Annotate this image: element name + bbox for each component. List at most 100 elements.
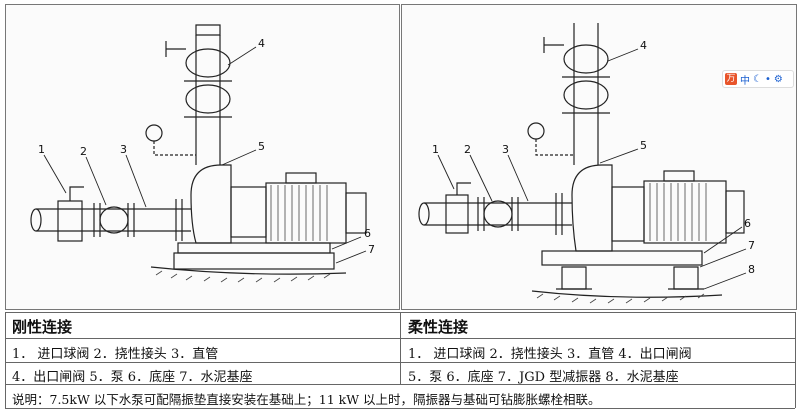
motor-terminal-box: [285, 172, 317, 184]
discharge-pipe: [195, 35, 221, 165]
callout-line-3: [507, 154, 529, 202]
pipe-end: [418, 202, 430, 226]
callout-2: 2: [464, 143, 471, 156]
legend-right-border: [795, 312, 796, 408]
base-plate: [541, 250, 703, 266]
callout-8: 8: [748, 263, 755, 276]
callout-line-1: [43, 154, 67, 194]
ground-line: [531, 290, 723, 298]
callout-5: 5: [640, 139, 647, 152]
flexible-joint-flange-2: [127, 203, 135, 237]
language-toggle[interactable]: 中: [740, 75, 750, 87]
callout-3: 3: [120, 143, 127, 156]
pipe-end: [30, 208, 42, 232]
callout-line-1: [437, 154, 455, 190]
ground-hatch: [155, 270, 331, 283]
inlet-ball-valve: [445, 194, 469, 234]
cement-base: [173, 252, 335, 270]
valve-flanges: [184, 80, 232, 118]
motor-terminal-box: [663, 170, 695, 182]
pump-inlet-flange: [175, 199, 183, 241]
installation-note: 说明：7.5kW 以下水泵可配隔振垫直接安装在基础上；11 kW 以上时，隔振器…: [12, 392, 601, 407]
callout-line-6: [703, 226, 743, 254]
rigid-legend-line-1: 1． 进口球阀 2．挠性接头 3．直管: [12, 347, 219, 362]
rigid-connection-diagram: 1 2 3 4 5 6 7: [30, 24, 375, 283]
legend-mid-border: [400, 312, 401, 384]
ground-line: [150, 266, 347, 275]
flexible-joint-flange: [477, 197, 485, 231]
pressure-gauge: [527, 122, 545, 140]
callout-line-2: [85, 156, 107, 206]
outlet-gate-valve-lower: [185, 48, 231, 78]
gauge-line: [153, 141, 196, 156]
flexible-joint: [483, 200, 513, 228]
callout-line-5: [221, 149, 257, 166]
flexible-joint-flange-2: [511, 197, 519, 231]
callout-line-5: [599, 148, 639, 164]
legend-note-border: [5, 384, 795, 385]
ground-hatch: [536, 293, 705, 304]
callout-1: 1: [38, 143, 45, 156]
outlet-gate-valve-upper: [185, 84, 231, 114]
pump-body: [571, 164, 613, 252]
pump-coupling: [611, 186, 645, 242]
callout-5: 5: [258, 140, 265, 153]
valve-flanges: [562, 76, 610, 114]
valve-handle: [69, 186, 84, 201]
legend-left-border: [5, 312, 6, 408]
callout-line-6: [331, 236, 362, 250]
outlet-gate-valve-lower: [563, 44, 609, 74]
rigid-connection-panel: 1 2 3 4 5 6 7: [5, 4, 400, 310]
rigid-connection-title: 刚性连接: [12, 318, 73, 336]
callout-4: 4: [258, 37, 265, 50]
valve-wheel: [543, 37, 564, 53]
extension-logo-icon[interactable]: 万: [725, 73, 737, 85]
settings-icon[interactable]: ⚙: [773, 73, 783, 85]
callout-line-3: [125, 154, 147, 208]
callout-line-2: [469, 154, 493, 202]
extension-toolbar[interactable]: 万 中 ☾ • ⚙: [722, 70, 794, 88]
pump-coupling: [230, 186, 267, 238]
callout-6: 6: [744, 217, 751, 230]
jgd-isolators: [561, 266, 699, 290]
callout-2: 2: [80, 145, 87, 158]
flexible-joint: [99, 206, 129, 234]
flexible-legend-line-2: 5．泵 6．底座 7．JGD 型减振器 8．水泥基座: [408, 370, 679, 385]
dot-icon[interactable]: •: [764, 73, 771, 85]
callout-3: 3: [502, 143, 509, 156]
legend-bottom-border: [5, 408, 795, 409]
callout-6: 6: [364, 227, 371, 240]
callout-line-4: [227, 46, 257, 66]
callout-line-7: [699, 248, 747, 268]
flexible-connection-panel: 1 2 3 4 5 6 7 8: [401, 4, 797, 310]
discharge-pipe: [573, 23, 599, 165]
rigid-legend-line-2: 4．出口闸阀 5．泵 6．底座 7．水泥基座: [12, 370, 253, 385]
gauge-line: [535, 139, 574, 156]
valve-handle: [456, 182, 471, 195]
callout-1: 1: [432, 143, 439, 156]
pump-body: [190, 164, 232, 244]
callout-4: 4: [640, 39, 647, 52]
motor-end-cap: [345, 192, 367, 234]
pipe-top: [195, 24, 221, 36]
motor-end-cap: [725, 190, 745, 234]
flexible-joint-flange: [93, 203, 101, 237]
callout-line-8: [703, 272, 747, 290]
callout-7: 7: [368, 243, 375, 256]
valve-wheel: [165, 41, 186, 57]
inlet-pipe: [36, 208, 191, 232]
inlet-ball-valve: [57, 200, 83, 242]
base-plate: [177, 242, 331, 254]
inlet-pipe: [424, 202, 572, 226]
flexible-legend-line-1: 1． 进口球阀 2．挠性接头 3．直管 4．出口闸阀: [408, 347, 692, 362]
moon-icon[interactable]: ☾: [753, 73, 762, 85]
callout-line-4: [607, 48, 639, 62]
callout-7: 7: [748, 239, 755, 252]
outlet-gate-valve-upper: [563, 80, 609, 110]
flexible-connection-title: 柔性连接: [408, 318, 469, 336]
pressure-gauge: [145, 124, 163, 142]
pump-inlet-flange: [555, 193, 563, 235]
callout-line-7: [335, 250, 367, 264]
flexible-connection-diagram: 1 2 3 4 5 6 7 8: [418, 23, 755, 304]
